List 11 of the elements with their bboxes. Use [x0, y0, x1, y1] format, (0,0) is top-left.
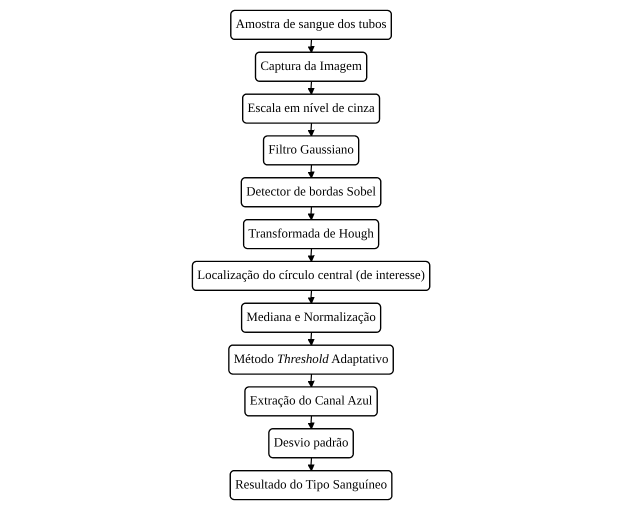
arrow — [308, 416, 315, 430]
arrow — [308, 123, 315, 137]
arrow — [308, 332, 315, 346]
arrow — [308, 374, 315, 388]
arrow — [308, 458, 315, 472]
arrow — [308, 207, 315, 220]
arrow — [308, 165, 315, 178]
arrow — [308, 290, 315, 304]
arrow — [308, 82, 315, 95]
arrow — [308, 248, 315, 262]
arrow — [308, 40, 315, 53]
